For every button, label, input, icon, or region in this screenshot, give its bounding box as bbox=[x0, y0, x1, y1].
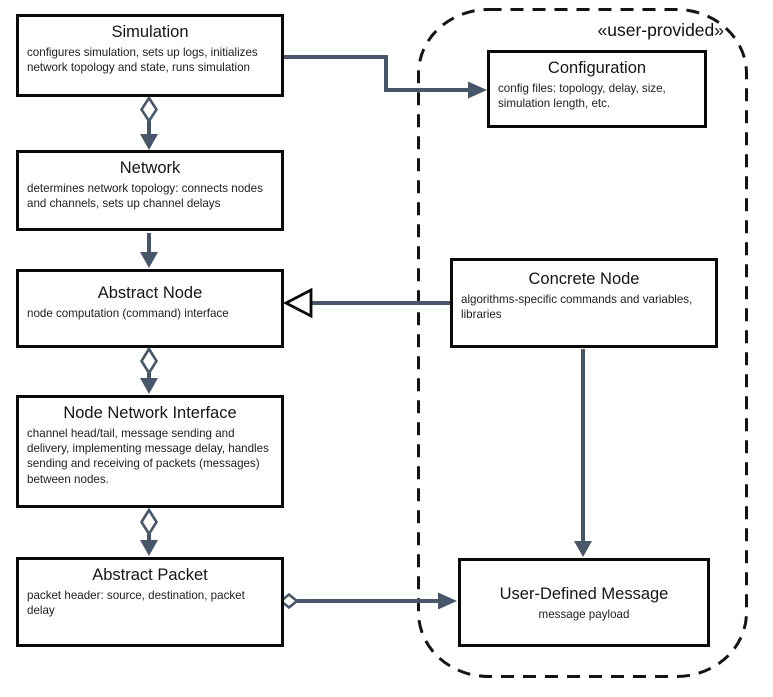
node-abstract-node: Abstract Node node computation (command)… bbox=[16, 269, 284, 348]
node-node-network-interface-title: Node Network Interface bbox=[63, 404, 237, 422]
node-simulation-desc: configures simulation, sets up logs, ini… bbox=[27, 45, 258, 75]
node-abstract-node-desc: node computation (command) interface bbox=[27, 306, 229, 320]
node-network-desc: determines network topology: connects no… bbox=[27, 181, 263, 211]
node-abstract-packet-title: Abstract Packet bbox=[92, 566, 208, 584]
aggregation-diamond-icon bbox=[139, 95, 159, 124]
node-abstract-packet-desc: packet header: source, destination, pack… bbox=[27, 588, 245, 618]
user-provided-group-border bbox=[417, 8, 748, 678]
edge-network-to-abstract-node bbox=[140, 233, 158, 268]
node-configuration: Configuration config files: topology, de… bbox=[487, 50, 707, 128]
arrowhead-icon bbox=[140, 540, 158, 556]
aggregation-diamond-icon bbox=[139, 507, 159, 537]
node-simulation-title: Simulation bbox=[111, 23, 189, 41]
edge-abstract-node-to-node-network-interface bbox=[139, 346, 159, 394]
node-concrete-node: Concrete Node algorithms-specific comman… bbox=[450, 258, 718, 348]
node-network-title: Network bbox=[119, 159, 181, 177]
edge-concrete-node-to-user-defined-message bbox=[574, 349, 592, 557]
node-simulation: Simulation configures simulation, sets u… bbox=[16, 14, 284, 97]
arrowhead-icon bbox=[140, 378, 158, 394]
node-configuration-desc: config files: topology, delay, size, sim… bbox=[498, 81, 666, 111]
node-user-defined-message-desc: message payload bbox=[538, 607, 630, 621]
node-network: Network determines network topology: con… bbox=[16, 150, 284, 231]
node-concrete-node-desc: algorithms-specific commands and variabl… bbox=[461, 292, 693, 322]
aggregation-diamond-icon bbox=[139, 346, 159, 376]
generalization-triangle-icon bbox=[282, 287, 313, 319]
node-user-defined-message-title: User-Defined Message bbox=[499, 585, 669, 603]
node-node-network-interface-desc: channel head/tail, message sending and d… bbox=[27, 426, 269, 486]
edge-simulation-to-network bbox=[139, 95, 159, 150]
arrowhead-icon bbox=[574, 541, 592, 557]
edge-concrete-node-to-abstract-node bbox=[282, 287, 450, 319]
node-concrete-node-title: Concrete Node bbox=[528, 270, 640, 288]
node-abstract-node-title: Abstract Node bbox=[97, 284, 203, 302]
node-configuration-title: Configuration bbox=[547, 59, 647, 77]
arrowhead-icon bbox=[140, 134, 158, 150]
user-provided-group-label: «user-provided» bbox=[597, 20, 724, 40]
edge-node-network-interface-to-abstract-packet bbox=[139, 507, 159, 556]
arrowhead-icon bbox=[140, 252, 158, 268]
node-node-network-interface: Node Network Interface channel head/tail… bbox=[16, 395, 284, 508]
arrowhead-icon bbox=[468, 81, 487, 99]
arrowhead-icon bbox=[438, 592, 457, 610]
node-abstract-packet: Abstract Packet packet header: source, d… bbox=[16, 557, 284, 647]
node-user-defined-message: User-Defined Message message payload bbox=[458, 558, 710, 647]
edge-abstract-packet-to-user-defined-message bbox=[278, 592, 457, 610]
edge-simulation-to-configuration bbox=[284, 55, 487, 99]
